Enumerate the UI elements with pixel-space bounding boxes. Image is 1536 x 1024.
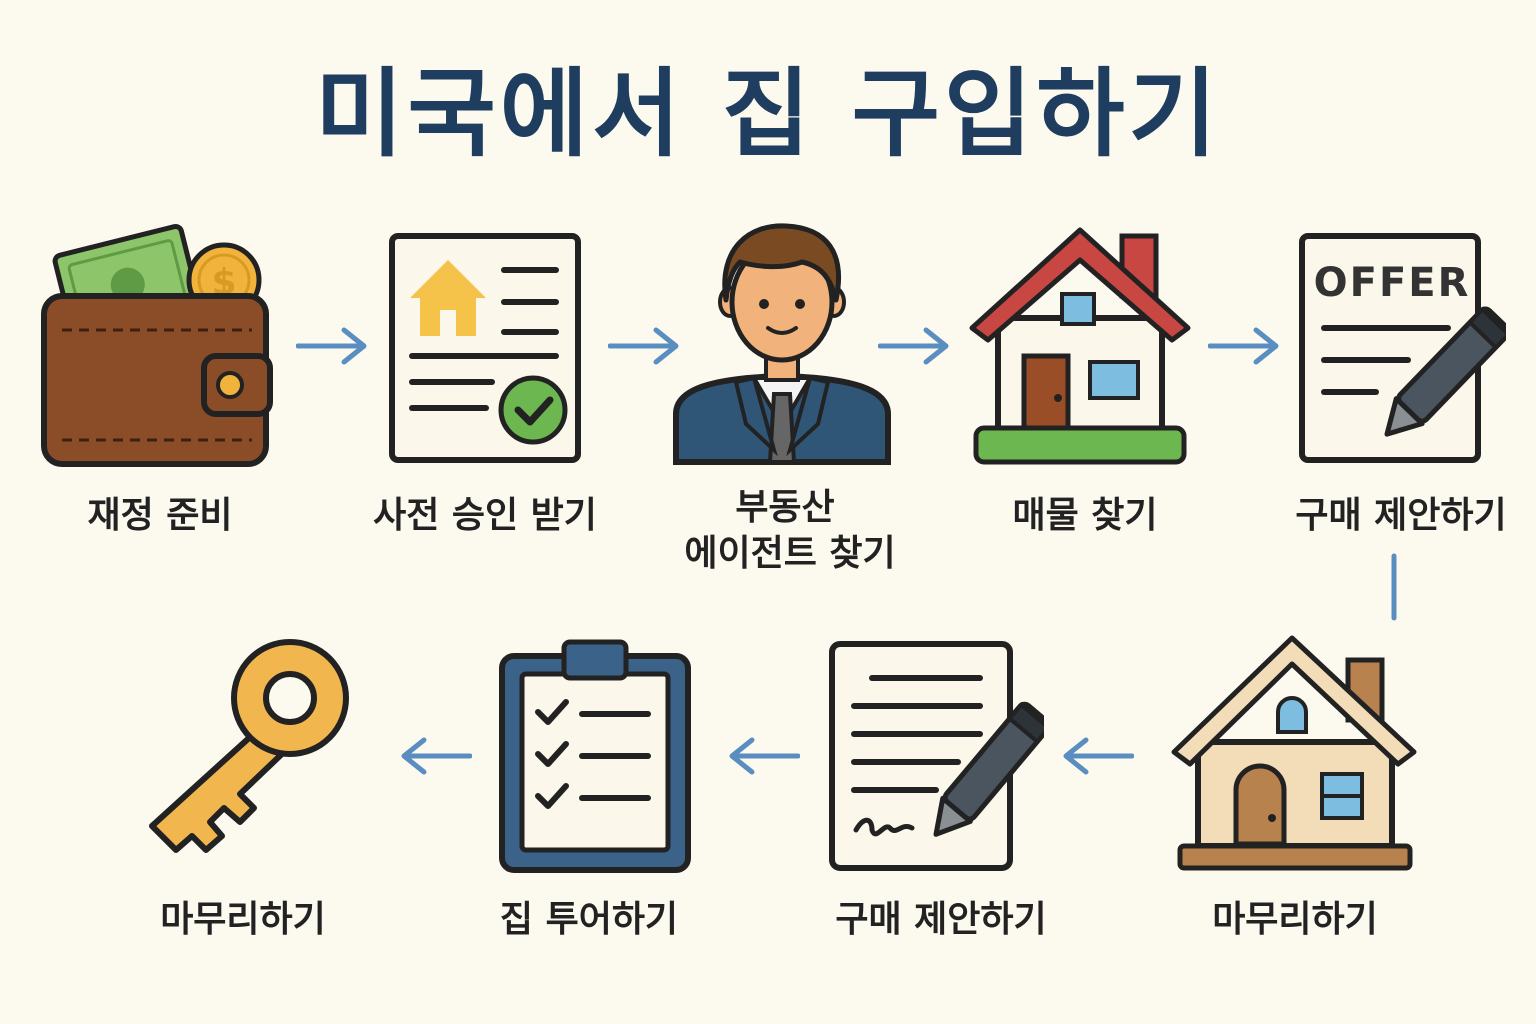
step-label-8: 집 투어하기 bbox=[499, 899, 679, 940]
arrow-right-2 bbox=[608, 327, 679, 365]
key-icon bbox=[149, 639, 349, 853]
step-label-5: 구매 제안하기 bbox=[1295, 495, 1507, 536]
step-label-2: 사전 승인 받기 bbox=[373, 495, 597, 536]
connector-line bbox=[1391, 553, 1397, 621]
page-title: 미국에서 집 구입하기 bbox=[315, 58, 1221, 170]
arrow-left-3 bbox=[401, 737, 472, 775]
step-label-6: 마무리하기 bbox=[1212, 899, 1378, 940]
step-label-4: 매물 찾기 bbox=[1012, 495, 1158, 536]
house-icon bbox=[969, 227, 1191, 465]
offer-document-icon: OFFER bbox=[1299, 233, 1506, 463]
arrow-left-2 bbox=[729, 737, 800, 775]
clipboard-checklist-icon bbox=[499, 639, 691, 873]
arrow-right-3 bbox=[878, 327, 949, 365]
step-label-7: 구매 제안하기 bbox=[835, 899, 1047, 940]
wallet-icon: $ bbox=[41, 224, 273, 467]
step-label-9: 마무리하기 bbox=[160, 899, 326, 940]
arrow-left-1 bbox=[1063, 737, 1134, 775]
signed-contract-icon bbox=[829, 641, 1044, 871]
step-label-3a: 부동산 bbox=[735, 487, 835, 528]
approval-document-icon bbox=[389, 233, 581, 463]
step-label-3b: 에이전트 찾기 bbox=[684, 533, 896, 574]
arrow-right-1 bbox=[296, 327, 367, 365]
beige-house-icon bbox=[1171, 635, 1417, 871]
offer-text: OFFER bbox=[1314, 260, 1471, 306]
real-estate-agent-icon bbox=[673, 223, 891, 465]
arrow-right-4 bbox=[1208, 327, 1279, 365]
step-label-1: 재정 준비 bbox=[87, 495, 233, 536]
